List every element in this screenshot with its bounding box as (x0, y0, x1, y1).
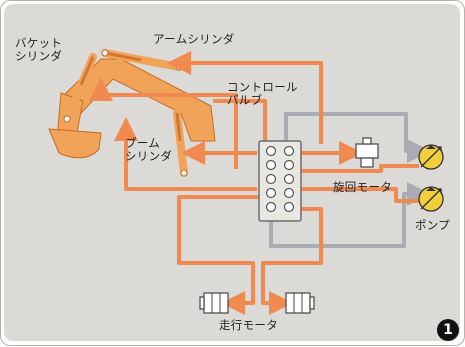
arm-cylinder-label: アームシリンダ (153, 32, 235, 46)
travel-motor-label: 走行モータ (219, 318, 278, 332)
diagram-panel (4, 4, 460, 341)
bucket (48, 128, 102, 159)
boom-cylinder-label-line2: シリンダ (125, 149, 173, 163)
bucket-cylinder-label: バケット シリンダ (15, 37, 62, 63)
line-arm-lower (213, 99, 267, 144)
line-bucket (89, 77, 238, 169)
pump-label: ポンプ (415, 218, 451, 232)
return-lines (269, 112, 431, 248)
bucket-cylinder-label-line2: シリンダ (15, 49, 63, 63)
line-travel-right (261, 207, 323, 315)
control-valve-label-line2: バルブ (227, 93, 263, 107)
boom-cylinder-label-line1: ブーム (125, 136, 161, 150)
swing-motor-label: 旋回モータ (333, 180, 392, 194)
swing-motor-icon (355, 137, 379, 168)
line-pump-1 (301, 164, 419, 173)
boom-cylinder-label: ブーム シリンダ (125, 137, 172, 163)
line-travel-left (177, 195, 261, 315)
pump-icon-upper (418, 144, 444, 170)
line-boom-2 (114, 117, 257, 191)
pump-icon-lower (418, 186, 444, 212)
return-line-to-pump-1 (284, 112, 431, 163)
control-valve-label: コントロール バルブ (227, 81, 298, 107)
return-line-to-pump-2 (269, 182, 431, 248)
figure-number-badge: 1 (437, 319, 459, 341)
control-valve-label-line1: コントロール (227, 80, 298, 94)
bucket-cylinder-label-line1: バケット (15, 36, 63, 50)
travel-motor-icon-left (199, 292, 229, 314)
line-arm-upper (167, 51, 323, 144)
line-pump-2 (301, 187, 419, 203)
travel-motor-icon-right (285, 292, 315, 314)
control-valve-block (258, 140, 302, 222)
hydraulic-lines (89, 51, 419, 315)
